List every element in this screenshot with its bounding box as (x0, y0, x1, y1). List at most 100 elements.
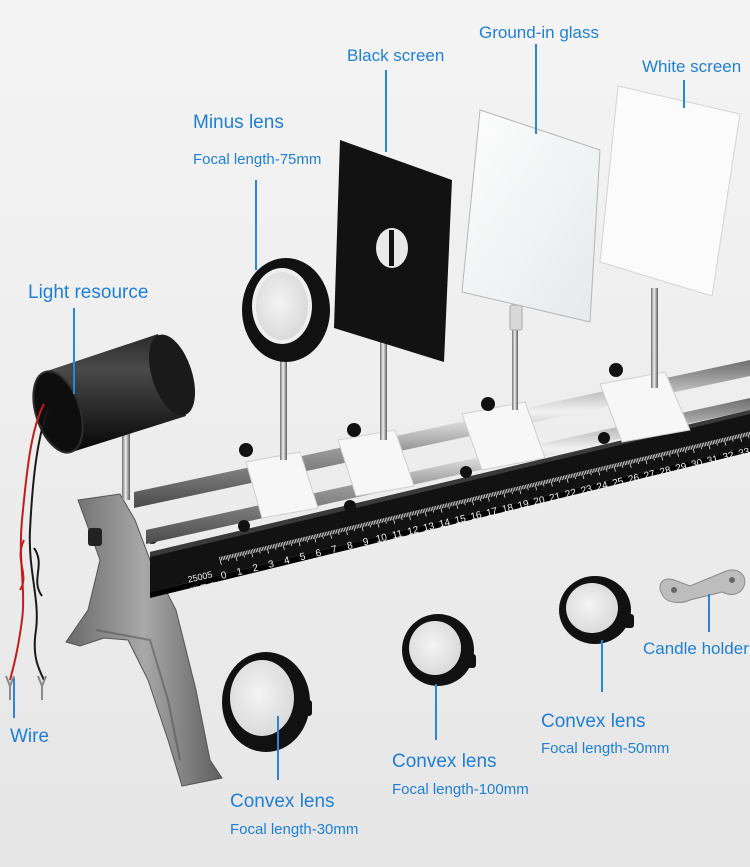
ruler-tick (723, 437, 727, 446)
ruler-tick (384, 517, 387, 524)
ruler-tick (239, 552, 242, 557)
ruler-tick (510, 487, 513, 494)
ruler-tick (493, 492, 496, 497)
ruler-tick (349, 525, 352, 531)
ruler-tick (397, 514, 399, 519)
ruler-tick (395, 515, 398, 520)
ruler-tick (420, 509, 423, 514)
ruler-tick (351, 525, 354, 530)
ruler-tick (414, 510, 417, 515)
ruler-tick (383, 518, 385, 523)
ruler-tick (737, 434, 740, 439)
ruler-tick (455, 501, 459, 509)
ruler-tick (237, 552, 240, 557)
ruler-tick (436, 505, 439, 510)
ruler-tick (247, 550, 250, 555)
ruler-tick (275, 543, 278, 548)
ruler-number: 14 (438, 517, 452, 530)
ruler-tick (649, 455, 652, 460)
ruler-tick (570, 473, 573, 478)
ruler-tick (572, 473, 574, 478)
ruler-tick (603, 465, 606, 471)
ruler-tick (523, 484, 526, 490)
ruler-tick (288, 540, 291, 545)
ruler-tick (502, 489, 506, 498)
ruler-tick (416, 510, 419, 517)
ruler-tick (412, 511, 415, 516)
ruler-tick (632, 459, 634, 464)
ruler-tick (565, 474, 569, 483)
ruler-tick (290, 540, 293, 547)
ruler-tick (627, 460, 630, 465)
ruler-number: 4 (283, 555, 291, 567)
ruler-tick (553, 477, 555, 482)
ruler-tick (505, 489, 508, 494)
ruler-tick (581, 471, 585, 480)
ruler-tick (427, 507, 429, 512)
ruler-tick (594, 468, 596, 473)
ruler-tick (488, 493, 491, 498)
ruler-tick (707, 441, 711, 450)
ruler-tick (532, 482, 535, 487)
ruler-tick (684, 446, 687, 453)
ruler-tick (266, 545, 269, 554)
convex-lens-30-label: Convex lens (230, 791, 335, 812)
ruler-tick (461, 499, 464, 504)
ruler-tick (698, 443, 701, 448)
ruler-tick (371, 520, 374, 525)
ruler-tick (701, 442, 704, 447)
convex-lens-100-focal-label: Focal length-100mm (392, 781, 529, 798)
ruler-tick (261, 546, 264, 551)
candle-holder (659, 569, 746, 603)
ruler-tick (537, 481, 540, 486)
ruler-number: 25 (611, 476, 625, 489)
ruler-tick (646, 455, 649, 460)
ruler-tick (222, 556, 224, 561)
ruler-tick (296, 538, 299, 543)
convex-lens-50mm (559, 576, 634, 644)
ruler-tick (444, 503, 447, 508)
ruler-number: 33 (738, 446, 750, 459)
ruler-number: 3 (267, 559, 275, 571)
ruler-tick (491, 492, 494, 497)
ruler-tick (621, 461, 624, 468)
ruler-tick (472, 496, 475, 501)
ruler-tick (720, 438, 723, 443)
ruler-tick (272, 544, 275, 549)
ruler-tick (225, 555, 228, 560)
ruler-tick (679, 448, 682, 453)
ruler-tick (545, 479, 548, 484)
ruler-tick (409, 511, 412, 516)
ruler-tick (291, 539, 294, 544)
ruler-tick (654, 454, 656, 459)
ruler-tick (734, 435, 737, 440)
ruler-tick (226, 555, 230, 562)
ruler-number: 24 (596, 480, 610, 493)
ruler-tick (693, 444, 696, 449)
ruler-tick (449, 502, 451, 507)
ruler-tick (592, 468, 595, 473)
ruler-tick (586, 470, 589, 475)
ruler-tick (469, 497, 472, 502)
ruler-tick (576, 472, 579, 477)
ruler-number: 12 (406, 525, 420, 538)
ruler-tick (624, 461, 626, 466)
ruler-tick (668, 450, 671, 457)
ruler-tick (299, 537, 302, 542)
ruler-number: 15 (454, 513, 468, 526)
ruler-tick (710, 440, 713, 445)
ruler-tick (647, 455, 650, 460)
ruler-tick (688, 445, 691, 450)
ruler-tick (219, 556, 222, 565)
ruler-tick (438, 505, 440, 510)
ruler-tick (242, 551, 245, 558)
black-screen (334, 140, 452, 440)
ruler-tick (346, 526, 349, 531)
ruler-tick (228, 554, 231, 559)
ruler-tick (658, 452, 661, 458)
ruler-tick (529, 483, 532, 488)
ruler-tick (600, 466, 603, 471)
scale-rail (150, 410, 750, 598)
ruler-number: 1 (236, 566, 244, 578)
